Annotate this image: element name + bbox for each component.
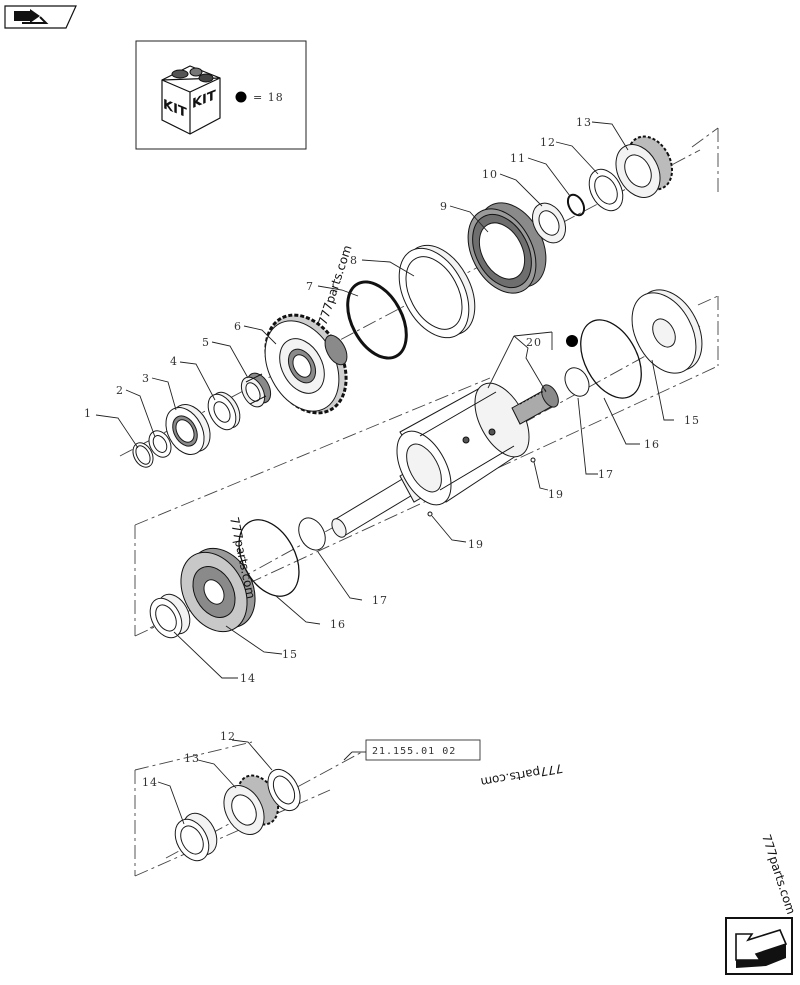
book-arrow-icon[interactable] [4,5,77,29]
callout-14-middle: 14 [240,672,256,685]
kit-legend-box: KIT KIT = 18 [135,40,307,150]
reference-box[interactable]: 21.155.01 02 [365,739,481,761]
part-16-seal-upper [580,319,642,399]
callout-7: 7 [306,280,314,293]
callout-15-lower: 15 [282,648,298,661]
callout-numbers: 1 2 3 4 5 6 7 8 9 10 11 12 13 15 16 17 1… [84,116,700,789]
callout-3: 3 [142,372,150,385]
callout-17-lower: 17 [372,594,388,607]
part-10-spacer [531,202,567,244]
callout-6: 6 [234,320,242,333]
callout-8: 8 [350,254,358,267]
callout-11: 11 [510,152,526,165]
callout-5: 5 [202,336,210,349]
part-13-bushing-upper [615,135,674,198]
part-6-gear [264,313,348,415]
part-16-seal-lower [238,519,300,597]
callout-12-upper: 12 [540,136,556,149]
callout-1: 1 [84,407,92,420]
part-4-washer [207,391,241,431]
callout-4: 4 [170,355,178,368]
reference-text: 21.155.01 02 [372,746,456,757]
callout-12-lower: 12 [220,730,236,743]
middle-frame-top-right [697,295,719,306]
leader-lines [95,121,674,825]
part-14-bushing-lower [174,812,218,862]
callout-19-lower: 19 [468,538,484,551]
part-12-washer-lower [267,768,301,812]
part-1-circlip [132,442,154,468]
callout-19-upper: 19 [548,488,564,501]
part-14-bushing-middle [149,593,191,639]
kit-dot-icon [235,91,247,103]
part-9-clutch-drum [467,202,547,294]
part-7-snap-ring [346,280,408,360]
upper-frame-top [691,127,719,148]
kit-dot-marker [566,335,578,347]
part-11-circlip [566,193,586,217]
part-5-needle-bearing [240,372,272,408]
part-20-shaft-carrier [331,382,559,538]
part-15-piston-lower [180,547,256,633]
watermark-right: 777parts.com [759,833,798,916]
kit-box-icon: KIT KIT [161,65,221,135]
callout-17-upper: 17 [598,468,614,481]
callout-16-upper: 16 [644,438,660,451]
callout-2: 2 [116,384,124,397]
part-3-bearing [165,404,211,455]
part-8-plate [398,244,476,339]
part-19-pin-lower [427,511,433,517]
next-page-arrow-icon[interactable] [725,917,793,975]
part-19-pin-upper [530,457,536,463]
watermark-lower: 777parts.com [480,761,564,789]
callout-15-upper: 15 [684,414,700,427]
callout-13-lower: 13 [184,752,200,765]
reference-leader-2 [343,751,353,761]
callout-13-upper: 13 [576,116,592,129]
part-17-oring-lower [298,517,326,551]
part-17-oring-upper [564,367,590,397]
callout-20: 20 [526,336,542,349]
callout-9: 9 [440,200,448,213]
callout-10: 10 [482,168,498,181]
callout-16-lower: 16 [330,618,346,631]
part-15-piston-upper [631,289,703,374]
lower-frame-top [134,741,253,771]
part-2-ring [148,430,172,458]
part-12-washer-upper [588,168,624,212]
kit-legend-text: = 18 [253,91,284,104]
callout-14-lower: 14 [142,776,158,789]
middle-frame-top [134,377,491,526]
